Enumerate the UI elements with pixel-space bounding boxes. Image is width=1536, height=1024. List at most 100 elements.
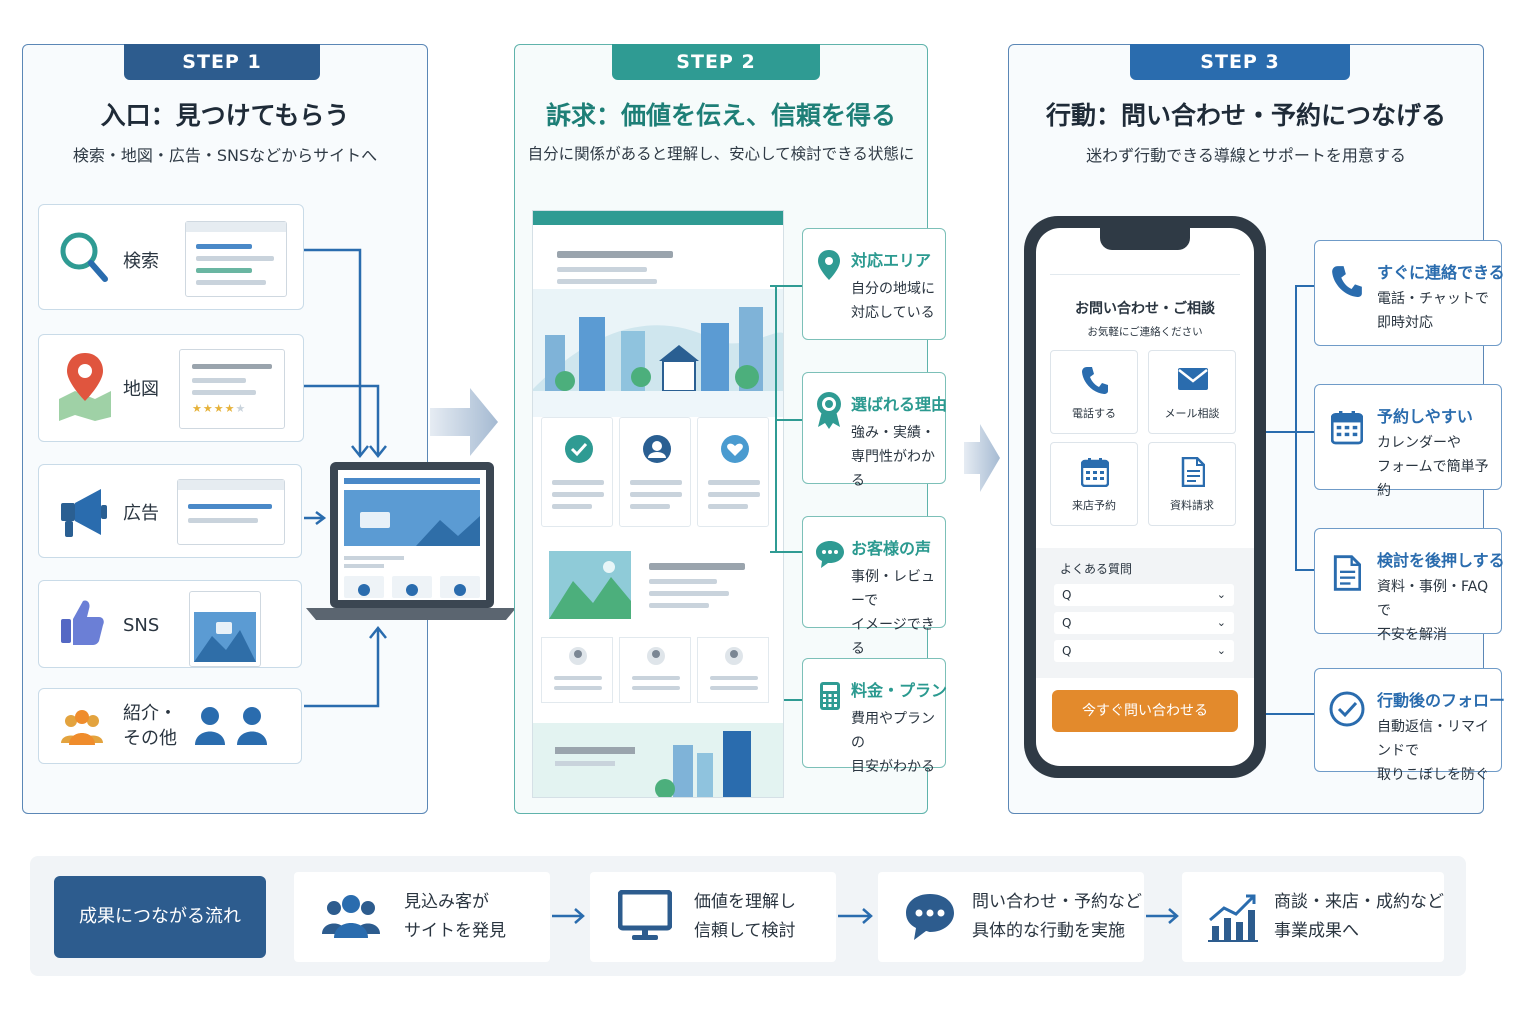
mail-icon xyxy=(1178,368,1208,390)
speech-bubble-icon xyxy=(906,894,954,940)
map-listing-thumbnail: ★★★★★ xyxy=(179,349,285,429)
step2-subtitle: 自分に関係があると理解し、安心して検討できる状態に xyxy=(527,145,915,163)
action-card-followup: 行動後のフォロー 自動返信・リマインドで 取りこぼしを防ぐ xyxy=(1314,668,1506,783)
feature-card-voice: お客様の声 事例・レビューで イメージできる xyxy=(802,516,946,657)
phone-button-label: 来店予約 xyxy=(1072,499,1116,512)
search-results-thumbnail xyxy=(185,221,287,297)
action-title: 予約しやすい xyxy=(1377,407,1473,426)
magnifier-icon xyxy=(60,232,108,282)
review-card xyxy=(619,637,691,703)
flow-step-text: 見込み客が サイトを発見 xyxy=(404,892,506,941)
faq-item[interactable]: Q⌄ xyxy=(1054,612,1234,634)
feature-desc: 強み・実績・ 専門性がわかる xyxy=(851,425,935,489)
feature-title: 選ばれる理由 xyxy=(851,395,948,414)
action-title: 検討を後押しする xyxy=(1377,551,1505,570)
feature-desc: 費用やプランの 目安がわかる xyxy=(851,711,935,775)
phone-button-label: 資料請求 xyxy=(1170,499,1214,512)
phone-call-button[interactable]: 電話する xyxy=(1050,350,1138,434)
feature-desc: 事例・レビューで イメージできる xyxy=(851,569,935,657)
flow-step-action: 問い合わせ・予約など 具体的な行動を実施 xyxy=(878,872,1144,962)
flow-label: 成果につながる流れ xyxy=(54,876,266,958)
review-card xyxy=(541,637,613,703)
phone-icon xyxy=(1332,266,1362,297)
chevron-down-icon: ⌄ xyxy=(1216,644,1226,657)
faq-item[interactable]: Q⌄ xyxy=(1054,640,1234,662)
city-hero-image xyxy=(533,289,783,417)
faq-item[interactable]: Q⌄ xyxy=(1054,584,1234,606)
flow-step-result: 商談・来店・成約など 事業成果へ xyxy=(1182,872,1444,962)
flow-step-discover: 見込み客が サイトを発見 xyxy=(294,872,550,962)
step1-tab: STEP 1 xyxy=(124,44,320,80)
feature-title: 料金・プラン xyxy=(851,681,948,700)
chat-bubble-icon xyxy=(816,541,844,568)
source-label: 広告 xyxy=(123,503,159,524)
website-mockup xyxy=(532,210,784,798)
step2-tab: STEP 2 xyxy=(612,44,820,80)
action-card-consideration: 検討を後押しする 資料・事例・FAQで 不安を解消 xyxy=(1314,528,1505,643)
feature-desc: 自分の地域に 対応している xyxy=(851,281,935,321)
action-title: 行動後のフォロー xyxy=(1377,691,1506,710)
calculator-icon xyxy=(820,682,840,710)
sns-post-thumbnail xyxy=(189,591,261,667)
contact-now-button[interactable]: 今すぐ問い合わせる xyxy=(1052,690,1238,732)
source-card-search: 検索 xyxy=(38,204,304,310)
step3-tab: STEP 3 xyxy=(1130,44,1350,80)
landscape-image xyxy=(549,551,631,619)
action-connector-lines xyxy=(1266,285,1314,715)
source-card-sns: SNS xyxy=(38,580,302,668)
location-pin-icon xyxy=(818,250,840,280)
avatar-icon xyxy=(647,647,665,665)
document-icon xyxy=(1333,555,1361,591)
step2-title: 訴求：価値を伝え、信頼を得る xyxy=(545,101,896,130)
laptop-illustration xyxy=(306,462,516,620)
flow-step-text: 商談・来店・成約など 事業成果へ xyxy=(1274,892,1444,941)
calendar-icon xyxy=(1331,411,1363,445)
flow-arrow xyxy=(1146,908,1179,924)
phone-mail-button[interactable]: メール相談 xyxy=(1148,350,1236,434)
source-label: 検索 xyxy=(123,251,159,272)
action-title: すぐに連絡できる xyxy=(1377,263,1505,282)
group-icon xyxy=(322,895,380,938)
step1-subtitle: 検索・地図・広告・SNSなどからサイトへ xyxy=(72,146,378,165)
source-label: 紹介・ その他 xyxy=(123,703,177,749)
check-circle-icon xyxy=(1329,691,1365,727)
action-desc: カレンダーや フォームで簡単予約 xyxy=(1377,435,1489,499)
calendar-icon xyxy=(1081,458,1109,487)
phone-document-button[interactable]: 資料請求 xyxy=(1148,442,1236,526)
phone-reservation-button[interactable]: 来店予約 xyxy=(1050,442,1138,526)
step-arrow-1 xyxy=(430,388,498,456)
action-desc: 電話・チャットで 即時対応 xyxy=(1377,291,1489,331)
phone-icon xyxy=(1082,367,1108,394)
flow-step-consider: 価値を理解し 信頼して検討 xyxy=(590,872,836,962)
people-icon xyxy=(61,710,103,745)
flow-step-text: 価値を理解し 信頼して検討 xyxy=(694,892,796,941)
megaphone-icon xyxy=(61,489,107,537)
feature-card-area: 対応エリア 自分の地域に 対応している xyxy=(802,228,946,340)
source-connector-lines xyxy=(304,248,387,525)
avatar-icon xyxy=(725,647,743,665)
source-card-referral: 紹介・ その他 xyxy=(38,688,302,764)
source-card-map: 地図 ★★★★★ xyxy=(38,334,304,442)
review-card xyxy=(697,637,769,703)
thumbs-up-icon xyxy=(61,600,104,645)
feature-connector-lines xyxy=(770,285,804,701)
phone-contact-title: お問い合わせ・ご相談 xyxy=(1075,301,1215,317)
avatar-icon xyxy=(569,647,587,665)
action-desc: 自動返信・リマインドで 取りこぼしを防ぐ xyxy=(1377,719,1489,783)
action-card-reservation: 予約しやすい カレンダーや フォームで簡単予約 xyxy=(1314,384,1502,499)
feature-title: お客様の声 xyxy=(851,539,932,558)
document-icon xyxy=(1181,457,1205,487)
monitor-icon xyxy=(618,890,672,940)
referral-connector-line xyxy=(304,625,387,708)
phone-button-label: 電話する xyxy=(1072,407,1116,420)
trust-card xyxy=(619,417,691,527)
feature-title: 対応エリア xyxy=(851,251,932,270)
phone-notch xyxy=(1100,228,1190,250)
step1-title: 入口：見つけてもらう xyxy=(100,101,350,130)
person-pair-icon xyxy=(195,707,267,745)
check-badge-icon xyxy=(565,435,593,463)
step-arrow-2 xyxy=(964,424,1000,492)
user-badge-icon xyxy=(643,435,671,463)
award-ribbon-icon xyxy=(817,392,841,429)
feature-card-pricing: 料金・プラン 費用やプランの 目安がわかる xyxy=(802,658,948,775)
